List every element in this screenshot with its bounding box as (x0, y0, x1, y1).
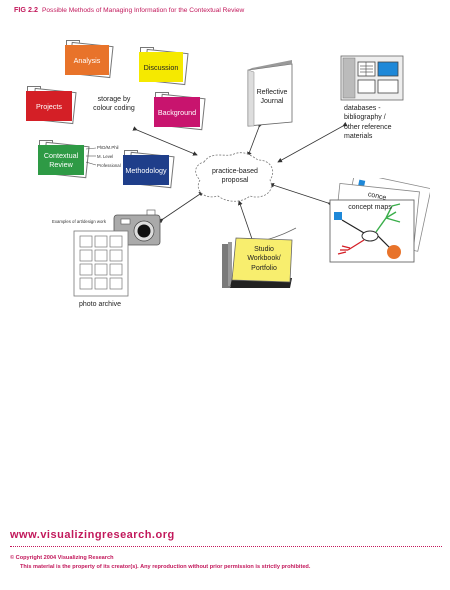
folder-projects: Projects (25, 86, 77, 125)
arrow-journal-proposal (247, 122, 263, 157)
proposal-line-1: practice-based (212, 168, 258, 175)
footer-url[interactable]: www.visualizingresearch.org (10, 529, 175, 541)
databases-line-2: bibliography / (344, 114, 386, 122)
folder-label-analysis: Analysis (65, 45, 109, 75)
folder-label-background: Background (154, 97, 200, 127)
folder-contextual-review: Contextual Review (36, 140, 90, 179)
folder-analysis: Analysis (64, 40, 114, 79)
contextual-line-2: Review (49, 160, 73, 169)
storage-label: storage by colour coding (86, 95, 142, 114)
studio-workbook-icon (222, 227, 297, 288)
examples-label: Examples of art/design work (52, 219, 106, 224)
camera-icon (113, 209, 161, 246)
concept-maps-icon (329, 178, 430, 263)
level-professional: Professional (97, 163, 121, 168)
proposal-line-2: proposal (221, 177, 249, 185)
photo-archive-icon (73, 230, 129, 297)
workbook-line-2: Workbook/ (247, 255, 281, 263)
folder-methodology: Methodology (121, 150, 177, 189)
storage-line-2: colour coding (93, 105, 135, 113)
storage-line-1: storage by (97, 96, 131, 103)
folder-background: Background (152, 92, 206, 131)
arrow-folders-proposal (132, 126, 198, 156)
photo-archive-label: photo archive (78, 301, 122, 308)
studio-workbook-label: Studio Workbook/ Portfolio (236, 245, 292, 273)
folder-label-contextual-review: Contextual Review (38, 145, 84, 175)
folder-discussion: Discussion (137, 47, 189, 86)
folder-label-projects: Projects (26, 91, 72, 121)
journal-line-2: Journal (260, 98, 284, 106)
journal-line-1: Reflective (256, 89, 288, 96)
level-masters: M. Level (97, 154, 114, 159)
reflective-journal-icon (247, 60, 293, 127)
reproduction-notice: This material is the property of its cre… (20, 564, 311, 570)
databases-line-4: materials (344, 133, 373, 141)
arrow-databases-proposal (277, 121, 348, 163)
workbook-line-1: Studio (254, 246, 274, 253)
copyright-line: © Copyright 2004 Visualizing Research (10, 555, 114, 561)
proposal-label: practice-based proposal (197, 167, 273, 186)
level-phd: PhD/M.Phil (97, 145, 119, 150)
reflective-journal-label: Reflective Journal (252, 88, 292, 107)
folder-label-discussion: Discussion (139, 52, 183, 82)
figure-title: Possible Methods of Managing Information… (41, 7, 245, 14)
folder-label-methodology: Methodology (123, 155, 169, 185)
databases-line-3: other reference (344, 123, 392, 131)
databases-line-1: databases - (344, 105, 381, 112)
contextual-line-1: Contextual (43, 151, 79, 160)
arrow-camera-proposal (158, 191, 204, 224)
arrow-conceptmaps-proposal (269, 182, 333, 207)
level-connector-lines (86, 147, 97, 166)
figure-number: FIG 2.2 (14, 5, 38, 14)
proposal-cloud (195, 152, 274, 202)
workbook-line-3: Portfolio (251, 264, 277, 272)
footer-divider (10, 546, 442, 547)
databases-label: databases - bibliography / other referen… (344, 104, 404, 142)
databases-icon (340, 55, 404, 101)
arrow-workbook-proposal (238, 200, 256, 244)
concept-maps-label: concept maps (348, 204, 392, 211)
